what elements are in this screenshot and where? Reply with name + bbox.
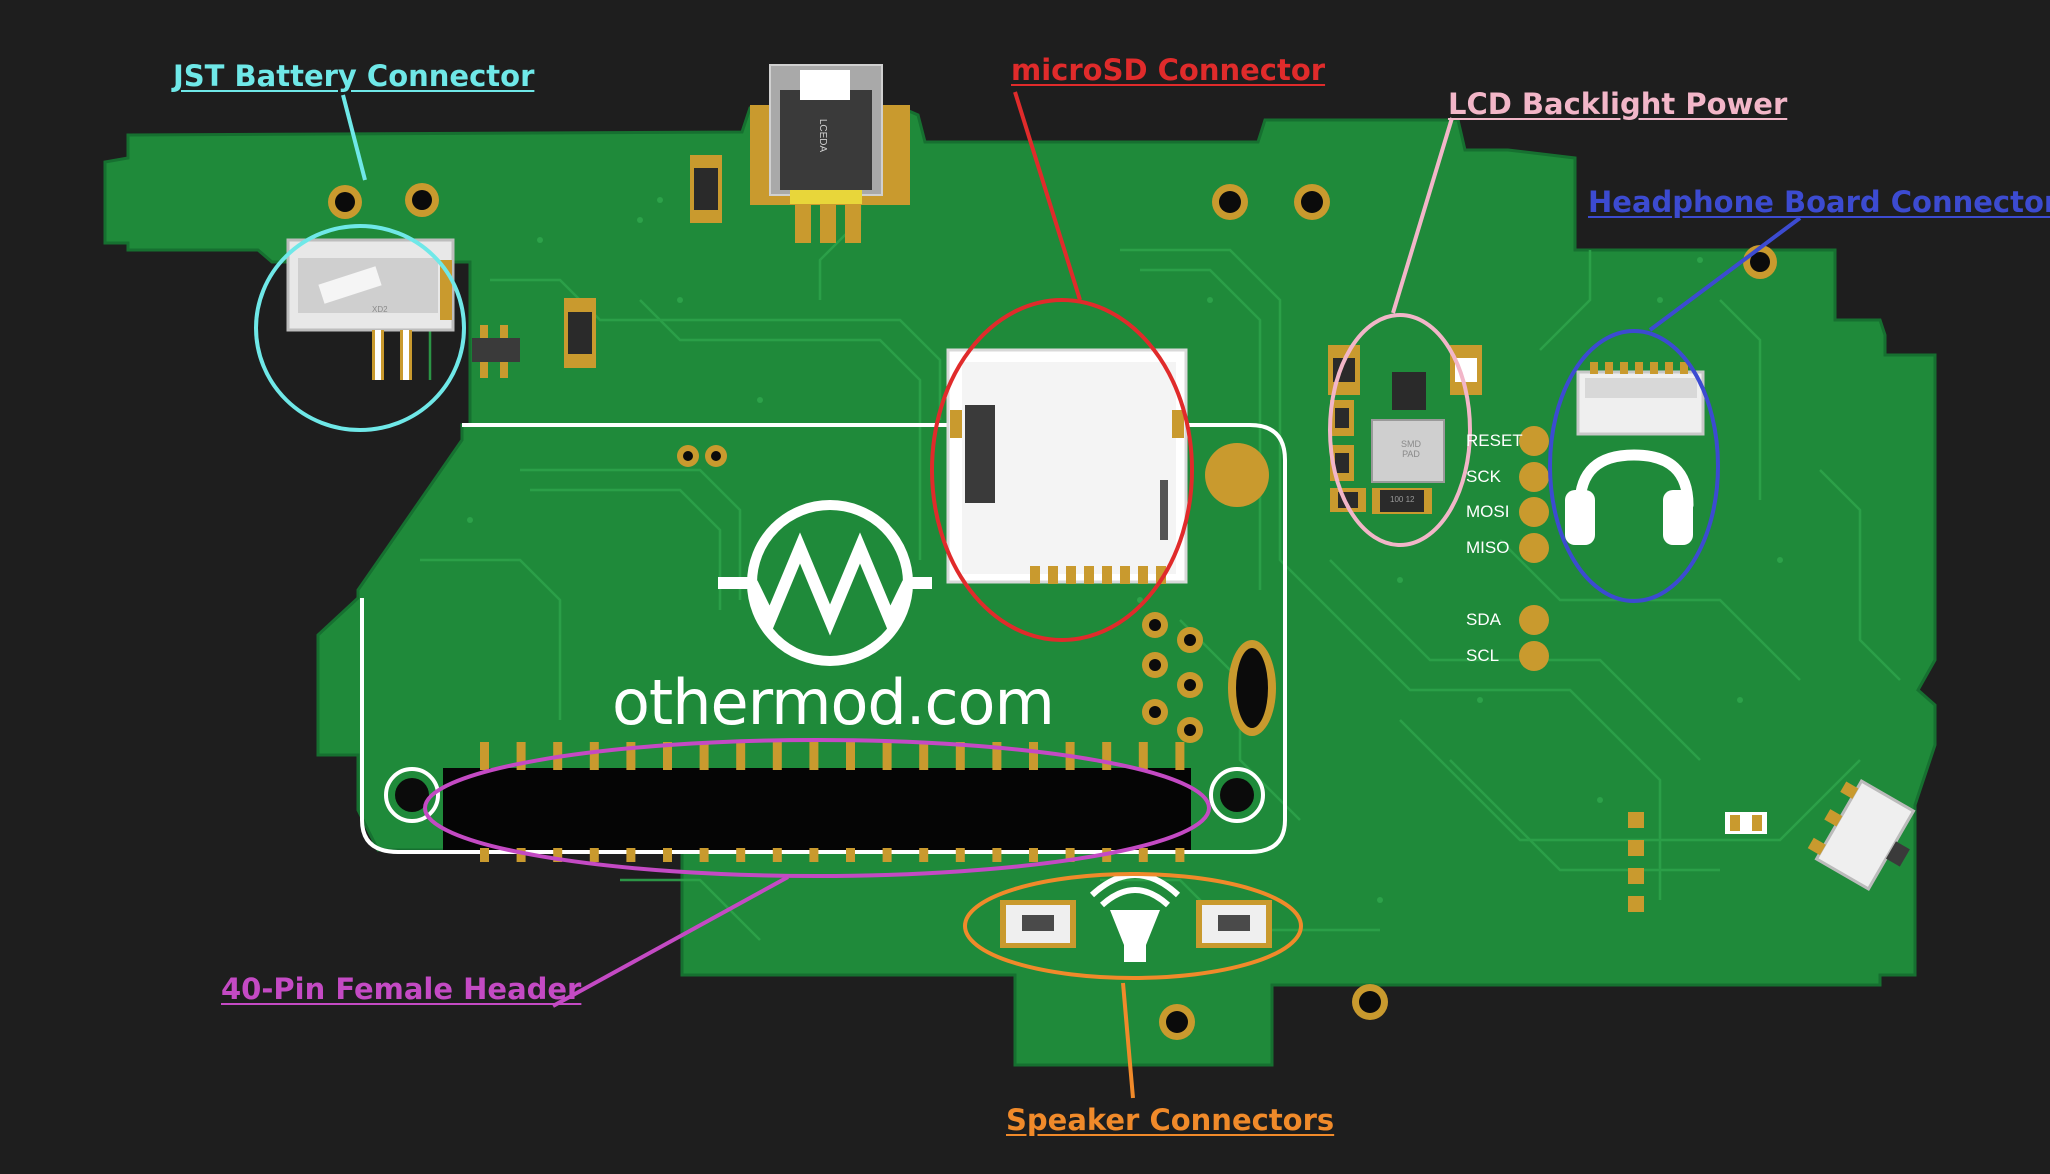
header-pin [1138, 742, 1148, 770]
header-pin [846, 848, 855, 862]
header-pin [955, 742, 965, 770]
header-pin [480, 848, 489, 862]
header-pin [699, 742, 709, 770]
header-pin [809, 742, 819, 770]
header-pin [809, 848, 819, 862]
header-pin [699, 848, 709, 862]
header-pin [919, 742, 929, 770]
pin-header [443, 742, 1191, 862]
header-pin [589, 848, 599, 862]
header-pin [882, 848, 892, 862]
header-pin [955, 848, 965, 862]
header-pin [1175, 848, 1185, 862]
backlight-callout-ellipse [1328, 313, 1472, 547]
header-callout-ellipse [423, 738, 1211, 878]
header-leader-line [552, 875, 789, 1008]
jst-leader-line [341, 94, 367, 181]
header-pin [589, 742, 599, 770]
header-pin [663, 848, 672, 862]
header-pin [846, 742, 855, 770]
pad-label-sck: SCK [1466, 467, 1501, 486]
header-pin [882, 742, 892, 770]
inductor-marking: SMD PAD [1401, 439, 1421, 459]
jst-connector [286, 238, 455, 380]
pad-label-sda: SDA [1466, 610, 1501, 629]
header-pin [772, 848, 782, 862]
jst-marking: XD2 [372, 305, 388, 314]
microsd-leader-line [1013, 91, 1082, 301]
usb-marking: LCEDA [817, 118, 829, 153]
microsd-pins [1030, 566, 1166, 584]
passive-components [472, 155, 1767, 912]
speaker-leader-line [1121, 982, 1135, 1099]
pin-header-label: 40-Pin Female Header [221, 972, 582, 1006]
header-pin [480, 742, 489, 770]
header-pin [1102, 742, 1112, 770]
header-pin [736, 742, 746, 770]
header-pin [516, 742, 526, 770]
speaker-connectors [1000, 900, 1272, 948]
headphone-callout-ellipse [1548, 329, 1720, 603]
pad-label-mosi: MOSI [1466, 502, 1510, 521]
backlight-leader-line [1391, 117, 1454, 314]
header-pin [626, 848, 636, 862]
microsd-label: microSD Connector [1011, 53, 1326, 87]
othermod-logo-icon [718, 500, 932, 666]
pcb-traces [399, 150, 1901, 941]
pad-label-scl: SCL [1466, 646, 1500, 665]
header-pin [1175, 742, 1185, 770]
header-pin [663, 742, 672, 770]
mounting-holes [328, 183, 1777, 1040]
lcd-backlight-label: LCD Backlight Power [1448, 87, 1788, 121]
header-pin [553, 848, 563, 862]
microsd-socket [946, 348, 1188, 584]
logo-wordmark: othermod.com [612, 666, 1055, 739]
headphone-board-label: Headphone Board Connector [1588, 185, 2050, 219]
microsd-callout-ellipse [930, 298, 1194, 642]
jst-battery-label: JST Battery Connector [173, 59, 535, 93]
usb-connector [750, 64, 910, 243]
speaker-callout-ellipse [963, 872, 1303, 980]
headphone-icon [1574, 449, 1694, 511]
header-pads [1519, 426, 1549, 671]
header-pin [1138, 848, 1148, 862]
header-pin [626, 742, 636, 770]
header-pin [516, 848, 526, 862]
silkscreen-outline [360, 423, 1287, 854]
header-pin [1029, 848, 1038, 862]
jst-callout-ellipse [254, 224, 466, 432]
header-pin [1065, 848, 1075, 862]
headphone-leader-line [1648, 216, 1802, 332]
header-pin [992, 742, 1002, 770]
header-pin [736, 848, 746, 862]
slide-switch [1807, 778, 1916, 892]
header-pin [1029, 742, 1038, 770]
pad-label-reset: RESET [1466, 431, 1523, 450]
header-pin [772, 742, 782, 770]
header-pin [919, 848, 929, 862]
header-pin [992, 848, 1002, 862]
ic-marking: 100 12 [1390, 495, 1415, 504]
headphone-connector [1576, 362, 1705, 436]
pad-label-miso: MISO [1466, 538, 1510, 557]
speaker-label: Speaker Connectors [1006, 1103, 1335, 1137]
